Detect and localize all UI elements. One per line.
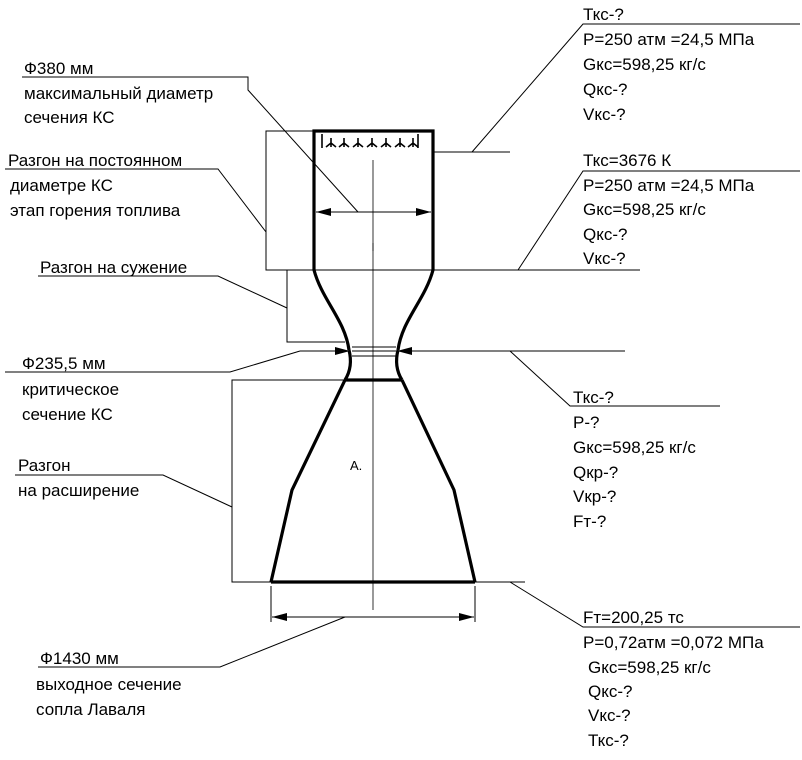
max-diameter-line1: максимальный диаметр	[24, 84, 213, 103]
chamber-wall	[312, 129, 435, 270]
throat-wall-right	[395, 349, 404, 381]
param-line: Qкс-?	[583, 225, 627, 244]
param-line: Gкс=598,25 кг/с	[583, 200, 706, 219]
converging-wall-right	[396, 269, 435, 351]
param-line: P=250 атм =24,5 МПа	[583, 30, 755, 49]
bell-wall-left	[269, 379, 347, 583]
params-throat: Ткс-? P-? Gкс=598,25 кг/с Qкр-? Vкр-? Fт…	[573, 388, 696, 531]
param-line: Fт-?	[573, 512, 606, 531]
param-line: Qкр-?	[573, 463, 618, 482]
param-line: Vкр-?	[573, 487, 616, 506]
param-line: Gкс=598,25 кг/с	[583, 55, 706, 74]
injector-icons	[325, 138, 419, 148]
param-line: P=0,72атм =0,072 МПа	[583, 633, 764, 652]
param-line: Qкс-?	[583, 80, 627, 99]
label-narrowing: Разгон на сужение	[40, 258, 187, 277]
critical-diameter-size: Ф235,5 мм	[22, 354, 106, 373]
critical-diameter-line1: критическое	[22, 380, 119, 399]
param-line: P=250 атм =24,5 МПа	[583, 176, 755, 195]
label-expansion: Разгон на расширение	[18, 456, 139, 500]
label-constant-stage: Разгон на постоянном диаметре КС этап го…	[8, 151, 182, 220]
chamber-diameter-dimension	[316, 208, 431, 216]
injector-head	[321, 134, 419, 148]
param-line: Vкс-?	[588, 706, 631, 725]
converging-wall-left	[312, 269, 351, 351]
param-line: Fт=200,25 тс	[583, 608, 684, 627]
constant-stage-line3: этап горения топлива	[10, 201, 181, 220]
constant-stage-line2: диаметре КС	[10, 176, 113, 195]
throat-marks	[352, 346, 396, 357]
expansion-line1: Разгон	[18, 456, 71, 475]
critical-diameter-line2: сечение КС	[22, 405, 113, 424]
exit-diameter-size: Ф1430 мм	[40, 649, 119, 668]
point-a-label: A.	[350, 458, 362, 473]
param-line: Vкс-?	[583, 249, 626, 268]
param-line: Ткс-?	[588, 731, 629, 750]
throat-wall-left	[343, 349, 352, 381]
params-chamber: Ткс=3676 К P=250 атм =24,5 МПа Gкс=598,2…	[583, 151, 755, 268]
leader-lines	[5, 23, 800, 668]
param-line: Ткс-?	[583, 5, 624, 24]
max-diameter-size: Ф380 мм	[24, 59, 93, 78]
max-diameter-line2: сечения КС	[24, 108, 115, 127]
params-exit: Fт=200,25 тс P=0,72атм =0,072 МПа Gкс=59…	[583, 608, 764, 750]
exit-diameter-line2: сопла Лаваля	[36, 700, 145, 719]
label-max-diameter: Ф380 мм максимальный диаметр сечения КС	[24, 59, 213, 127]
param-line: Vкс-?	[583, 105, 626, 124]
bell-wall-right	[400, 379, 477, 583]
param-line: Ткс-?	[573, 388, 614, 407]
param-line: P-?	[573, 413, 599, 432]
expansion-line2: на расширение	[18, 481, 139, 500]
param-line: Gкс=598,25 кг/с	[588, 658, 711, 677]
param-line: Gкс=598,25 кг/с	[573, 438, 696, 457]
constant-stage-line1: Разгон на постоянном	[8, 151, 182, 170]
params-top: Ткс-? P=250 атм =24,5 МПа Gкс=598,25 кг/…	[583, 5, 755, 124]
param-line: Qкс-?	[588, 682, 632, 701]
label-critical-diameter: Ф235,5 мм критическое сечение КС	[22, 354, 119, 424]
stage-brackets	[231, 130, 640, 583]
label-exit-diameter: Ф1430 мм выходное сечение сопла Лаваля	[36, 649, 182, 719]
throat-diameter-dimension	[300, 347, 625, 355]
param-line: Ткс=3676 К	[583, 151, 671, 170]
exit-diameter-dimension	[270, 586, 476, 622]
exit-diameter-line1: выходное сечение	[36, 675, 182, 694]
